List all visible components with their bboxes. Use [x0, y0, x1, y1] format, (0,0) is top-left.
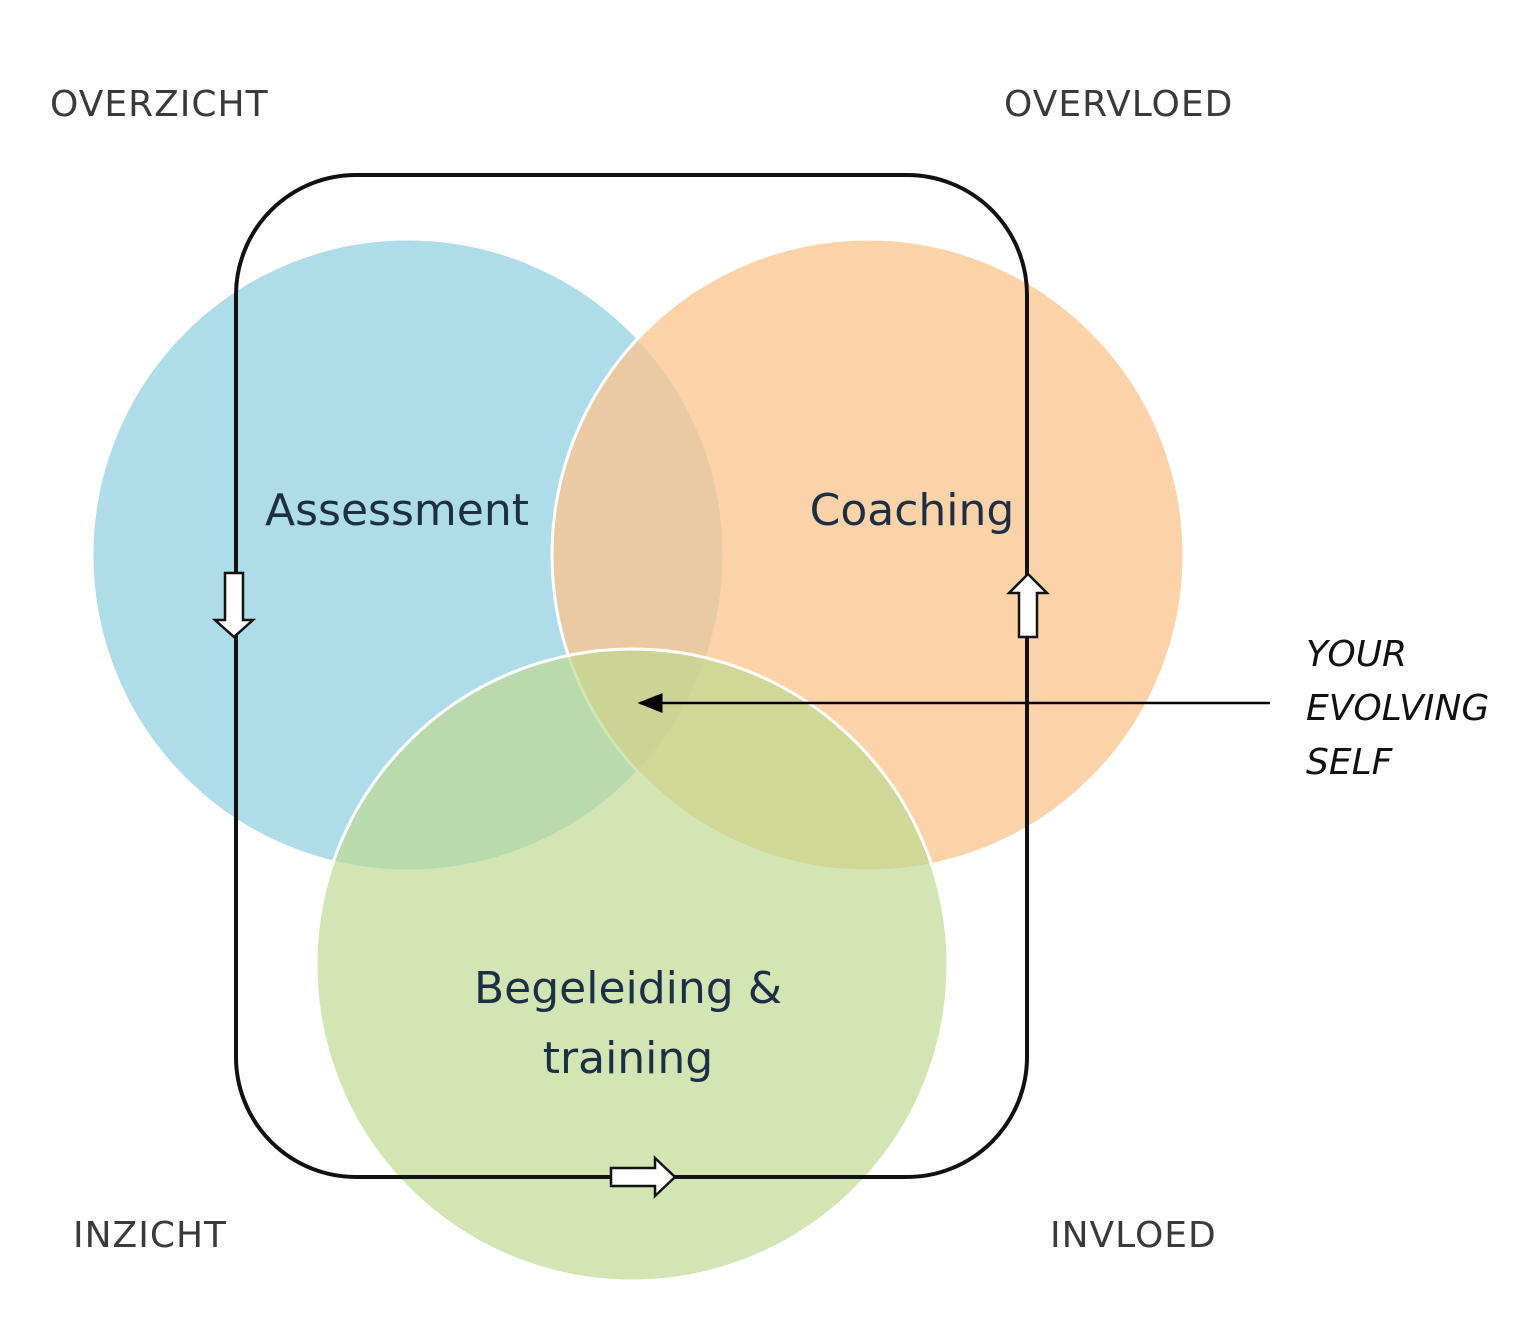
- arrow-down-icon: [211, 571, 257, 639]
- circle-begeleiding: [314, 647, 950, 1283]
- pointer-label-line1: YOUR: [1306, 634, 1407, 675]
- corner-label-invloed: INVLOED: [1050, 1215, 1217, 1256]
- corner-label-inzicht: INZICHT: [73, 1215, 227, 1256]
- arrow-right-icon: [609, 1155, 677, 1199]
- arrow-up-icon: [1005, 572, 1051, 639]
- circle-label-assessment: Assessment: [265, 485, 529, 536]
- corner-label-overzicht: OVERZICHT: [50, 84, 269, 125]
- pointer-label-line3: SELF: [1306, 742, 1394, 783]
- circle-label-coaching: Coaching: [810, 485, 1015, 536]
- pointer-label-line2: EVOLVING: [1306, 688, 1489, 729]
- circle-label-begeleiding-line2: training: [543, 1033, 713, 1084]
- circle-label-begeleiding-line1: Begeleiding &: [474, 963, 782, 1014]
- corner-label-overvloed: OVERVLOED: [1004, 84, 1233, 125]
